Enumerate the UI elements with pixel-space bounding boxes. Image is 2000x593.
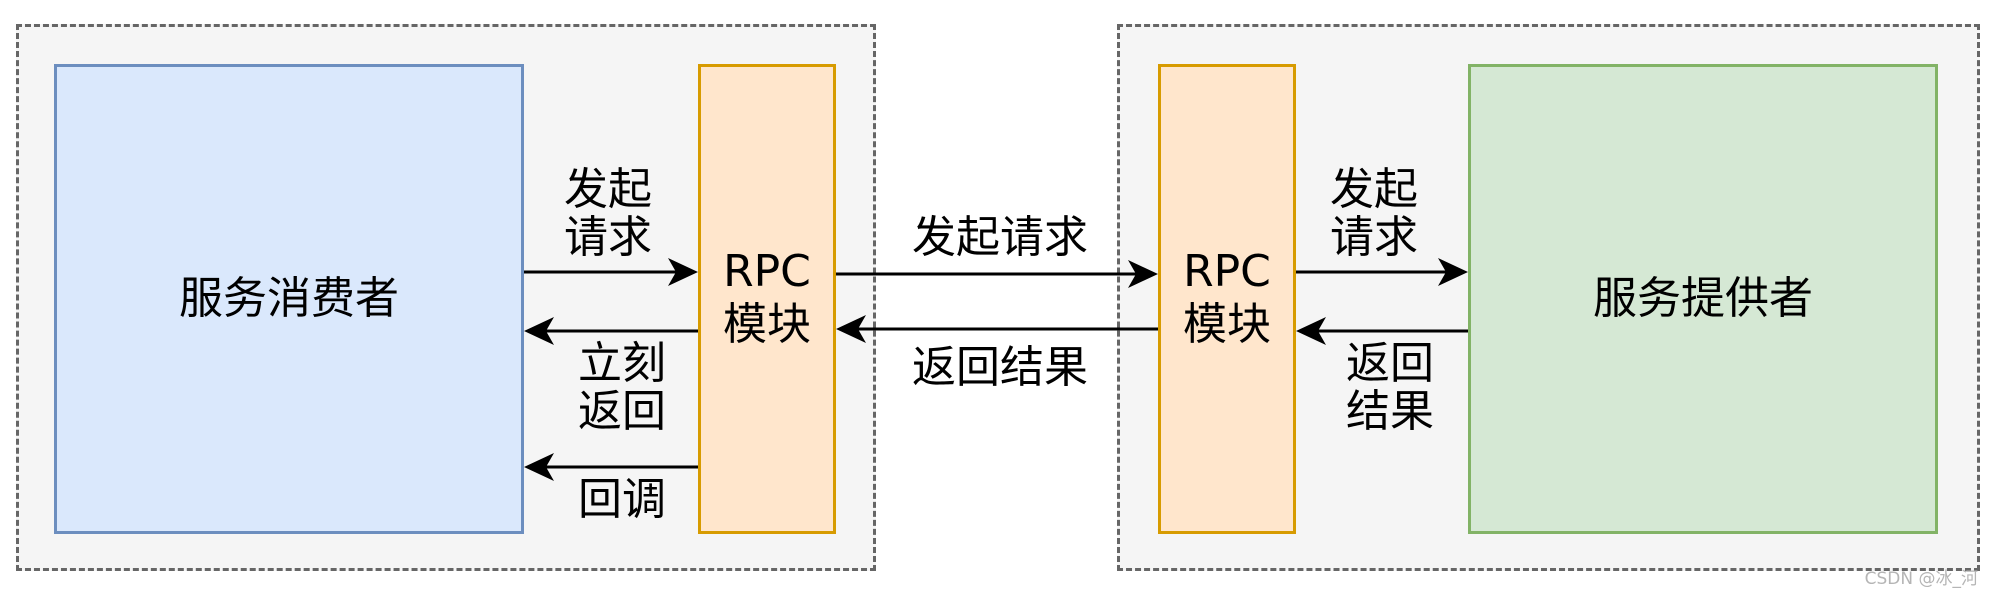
consumer-immediate-return-arrow	[524, 317, 698, 345]
service-consumer-label: 服务消费者	[179, 272, 399, 324]
consumer-callback-arrow	[524, 453, 698, 481]
consumer-callback-label: 回调	[578, 474, 666, 525]
consumer-request-label: 发起 请求	[564, 164, 652, 263]
watermark: CSDN @冰_河	[1864, 569, 1978, 589]
consumer-immediate-return-label: 立刻 返回	[578, 338, 666, 437]
provider-rpc-label: RPC 模块	[1183, 246, 1271, 350]
provider-return-arrow	[1296, 317, 1468, 345]
middle-request-label: 发起请求	[912, 212, 1088, 263]
consumer-rpc-label: RPC 模块	[723, 246, 811, 350]
service-provider-label: 服务提供者	[1593, 272, 1813, 324]
provider-rpc-module: RPC 模块	[1158, 64, 1296, 534]
provider-request-arrow	[1296, 258, 1468, 286]
middle-return-arrow	[836, 315, 1158, 343]
provider-return-label: 返回 结果	[1346, 338, 1434, 437]
service-consumer-box: 服务消费者	[54, 64, 524, 534]
middle-request-arrow	[836, 260, 1158, 288]
consumer-request-arrow	[524, 258, 698, 286]
provider-request-label: 发起 请求	[1330, 164, 1418, 263]
consumer-rpc-module: RPC 模块	[698, 64, 836, 534]
middle-return-label: 返回结果	[912, 342, 1088, 393]
service-provider-box: 服务提供者	[1468, 64, 1938, 534]
